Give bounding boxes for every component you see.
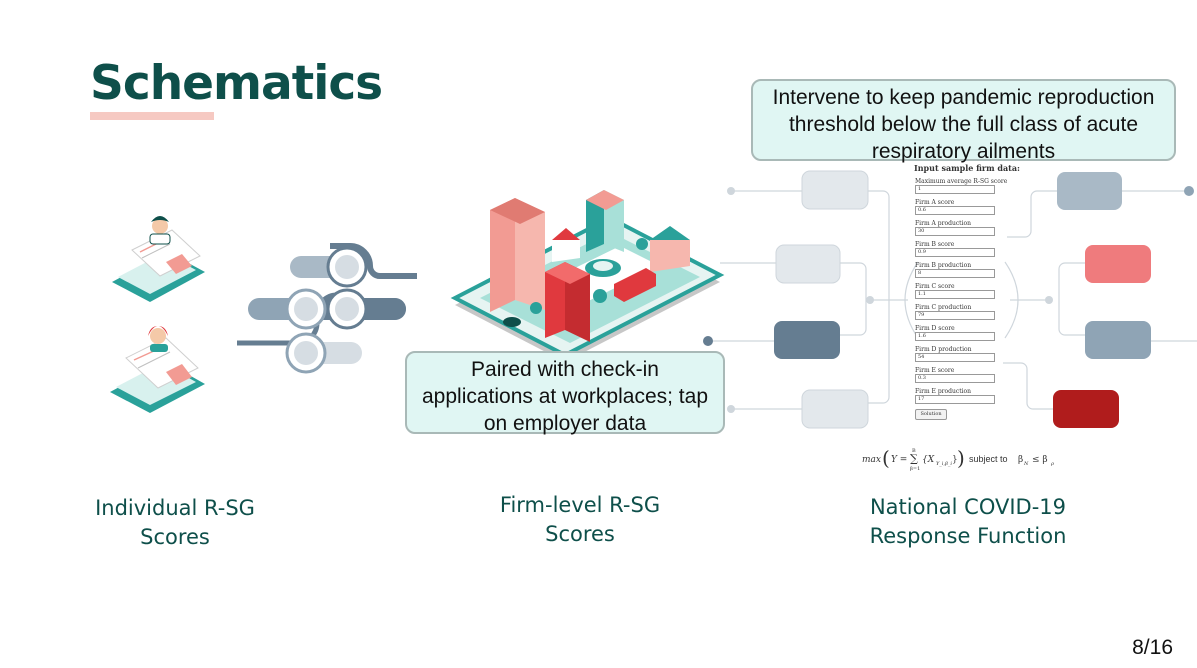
node-dot [703,336,713,346]
node-dot [727,405,735,413]
solution-button[interactable]: Solution [915,409,947,420]
field-input[interactable]: 1.1 [915,290,995,299]
network-node-light [802,171,868,209]
callout-paired: Paired with check-in applications at wor… [405,351,725,434]
formula-max: max [862,455,881,465]
network-node-pink [1085,245,1151,283]
formula-constraint-rel: ≤ β [1032,455,1048,465]
network-node-mid [1085,321,1151,359]
field-label: Firm E score [915,367,1028,374]
field-input[interactable]: 8 [915,269,995,278]
field-input[interactable]: 1 [915,185,995,194]
tree [530,302,542,314]
formula-term: {X [922,455,935,465]
formula-subject-to: subject to [969,454,1008,464]
formula-term-sub: Y_i,β_i [936,461,952,467]
field-input[interactable]: 17 [915,395,995,404]
caption-firm: Firm-level R-SG Scores [470,491,690,549]
tree [593,289,607,303]
node-dot [866,296,874,304]
formula-constraint-sub2: ρ [1050,461,1054,467]
tree [636,238,648,250]
network-node-light [776,245,840,283]
field-label: Maximum average R-SG score [915,178,1028,185]
person-head-2 [150,328,166,344]
individual-phone-illustration-2 [110,326,205,413]
formula-constraint-sub: N [1023,461,1029,467]
field-label: Firm A score [915,199,1028,206]
field-label: Firm D score [915,325,1028,332]
person-body-1 [150,234,170,244]
firm-data-form: Input sample firm data: Maximum average … [908,163,1028,420]
field-label: Firm B score [915,241,1028,248]
pipeline-connector-icon [237,246,417,372]
field-input[interactable]: 54 [915,353,995,362]
node-dot [1184,186,1194,196]
field-label: Firm B production [915,262,1028,269]
node-dot [1045,296,1053,304]
formula-sum-bottom: β=1 [910,466,920,472]
node-dot [727,187,735,195]
field-label: Firm C production [915,304,1028,311]
formula-constraint: β [1018,455,1023,465]
caption-individual: Individual R-SG Scores [75,494,275,552]
field-label: Firm A production [915,220,1028,227]
firm-city-illustration [455,190,720,362]
field-input[interactable]: 0.6 [915,206,995,215]
network-node-mid [1057,172,1122,210]
field-input[interactable]: 0.9 [915,248,995,257]
caption-national: National COVID-19 Response Function [848,493,1088,551]
field-input[interactable]: 30 [915,227,995,236]
field-label: Firm E production [915,388,1028,395]
network-node-light [802,390,868,428]
field-input[interactable]: 79 [915,311,995,320]
field-label: Firm C score [915,283,1028,290]
formula-lhs: Y = [891,455,907,465]
callout-intervene: Intervene to keep pandemic reproduction … [751,79,1176,161]
network-node-dark [774,321,840,359]
field-input[interactable]: 1.6 [915,332,995,341]
svg-text:∑: ∑ [910,452,918,465]
field-label: Firm D production [915,346,1028,353]
network-node-red [1053,390,1119,428]
optimization-formula: max ( Y = B ∑ β=1 {X Y_i,β_i } ) subject… [862,446,1072,472]
page-number: 8/16 [1132,636,1173,660]
person-body-2 [150,344,168,352]
svg-text:): ) [957,446,965,470]
field-input[interactable]: 0.3 [915,374,995,383]
individual-phone-illustration-1 [112,216,205,302]
svg-text:(: ( [882,446,890,470]
